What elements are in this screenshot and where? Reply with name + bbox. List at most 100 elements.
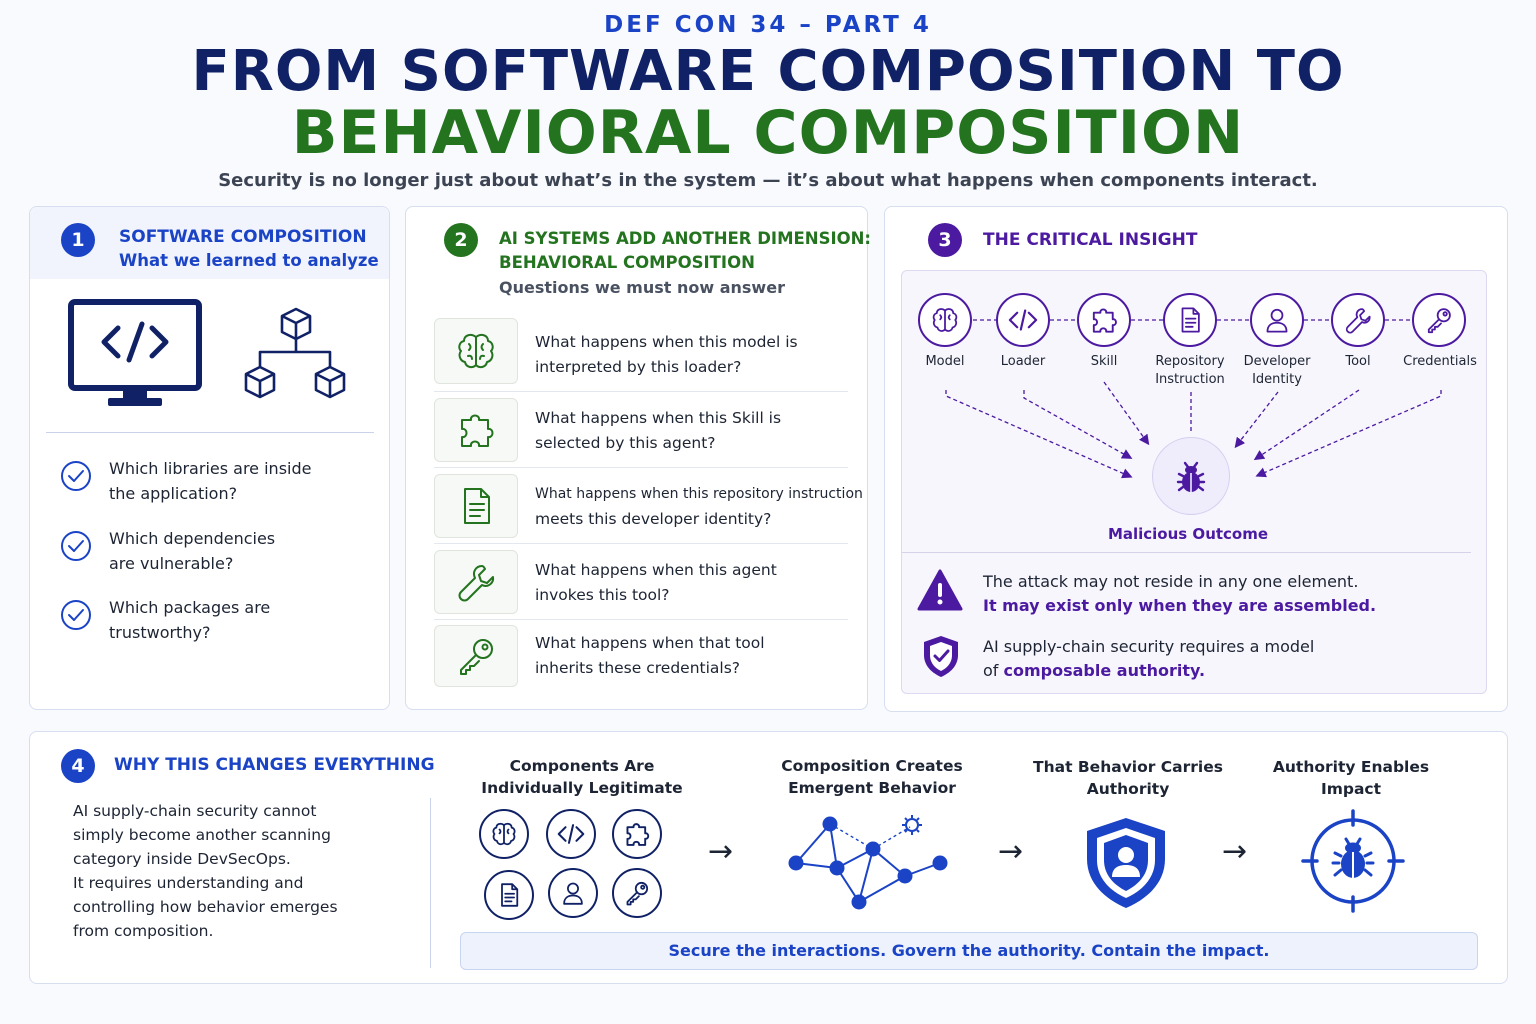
question-row: What happens when this model is interpre… [434,318,848,392]
section-4-title: WHY THIS CHANGES EVERYTHING [114,755,435,775]
component-repository [484,870,534,920]
flow-line: Individually Legitimate [481,779,683,797]
section-1-subtitle: What we learned to analyze [119,251,379,270]
flow-line: Impact [1320,780,1382,798]
component-identity [548,868,598,918]
bug-icon [1176,461,1206,492]
wrench-icon [1345,308,1371,334]
body-line: from composition. [73,922,214,940]
insight-emphasis: composable authority. [1003,661,1206,680]
section-4-body: AI supply-chain security cannot simply b… [73,799,338,943]
brain-icon [492,822,516,846]
malicious-outcome-node [1152,437,1230,515]
key-icon [1427,308,1451,334]
node-loader [996,293,1050,347]
gear-icon [902,815,922,835]
question-line: What happens when this Skill is [535,409,782,427]
insight-line: of composable authority. [983,659,1314,683]
divider [902,552,1471,553]
document-icon [434,474,518,538]
node-label-line: Instruction [1155,372,1225,387]
brain-icon [932,308,958,332]
question-line: What happens when this repository instru… [535,486,863,502]
node-label: Tool [1318,353,1398,371]
node-repository-instruction [1163,293,1217,347]
puzzle-icon [626,823,650,846]
check-circle-icon [61,461,91,491]
title-line-2: BEHAVIORAL COMPOSITION [291,98,1245,168]
node-label-line: Credentials [1403,354,1477,369]
flow-step-2-title: Composition Creates Emergent Behavior [762,755,982,799]
component-skill [612,809,662,859]
subtitle: Security is no longer just about what’s … [218,170,1318,191]
question-row: What happens when that tool inherits the… [434,625,848,689]
user-icon [563,882,583,905]
node-label-line: Repository [1155,354,1225,369]
section-2-title-line-2: BEHAVIORAL COMPOSITION [499,253,755,272]
node-label: Repository Instruction [1145,353,1235,389]
section-1-title: SOFTWARE COMPOSITION [119,227,367,247]
code-icon [1008,309,1038,331]
check-circle-icon [61,600,91,630]
flow-step-4-title: Authority Enables Impact [1241,756,1461,800]
component-loader [546,809,596,859]
node-label-line: Loader [1000,354,1046,369]
monitor-code-icon [68,299,202,406]
body-line: controlling how behavior emerges [73,898,338,916]
shield-user-icon [1087,818,1165,908]
section-3-title: THE CRITICAL INSIGHT [983,230,1198,250]
title-line-1: FROM SOFTWARE COMPOSITION TO [191,39,1345,104]
warning-icon [917,569,963,611]
flow-step-1-title: Components Are Individually Legitimate [472,755,692,799]
flow-line: Authority [1086,780,1170,798]
section-number-4: 4 [61,749,95,783]
question-line: are vulnerable? [109,554,234,573]
question-line: What happens when this model is [535,333,798,351]
shield-check-icon [924,636,958,677]
vertical-divider [430,798,431,968]
flow-line: Authority Enables [1272,758,1430,776]
malicious-outcome-label: Malicious Outcome [1107,525,1269,543]
question-line: meets this developer identity? [535,510,772,528]
body-line: simply become another scanning [73,826,331,844]
closing-banner: Secure the interactions. Govern the auth… [460,932,1478,970]
node-credentials [1412,293,1466,347]
check-circle-icon [61,531,91,561]
question-line: Which packages are [109,598,271,617]
list-item: Which libraries are inside the applicati… [60,456,311,506]
flow-line: Emergent Behavior [788,779,956,797]
section-2-title-line-1: AI SYSTEMS ADD ANOTHER DIMENSION: [499,229,872,248]
flow-step-3-title: That Behavior Carries Authority [1018,756,1238,800]
code-icon [557,824,585,844]
key-icon [626,881,649,906]
question-row: What happens when this agent invokes thi… [434,550,848,620]
node-label-line: Tool [1345,354,1371,369]
flow-arrow: → [1222,834,1248,869]
wrench-icon [434,550,518,614]
body-line: AI supply-chain security cannot [73,802,317,820]
insight-line: AI supply-chain security requires a mode… [983,637,1315,656]
list-item: Which packages are trustworthy? [60,595,270,645]
node-developer-identity [1250,293,1304,347]
document-icon [501,883,519,907]
node-label: Developer Identity [1232,353,1322,389]
question-row: What happens when this repository instru… [434,474,863,544]
node-label-line: Skill [1090,354,1118,369]
insight-prefix: of [983,661,1004,680]
question-line: inherits these credentials? [535,659,741,677]
node-label: Loader [983,353,1063,371]
puzzle-icon [434,398,518,462]
question-line: Which libraries are inside [109,459,312,478]
connection-lines [945,319,1442,479]
section-number-1: 1 [61,223,95,257]
component-credentials [612,868,662,918]
list-item: Which dependencies are vulnerable? [60,526,275,576]
brain-icon [434,318,518,384]
target-bug-icon [1301,809,1405,913]
user-icon [1266,308,1288,333]
question-line: What happens when that tool [535,634,765,652]
question-line: invokes this tool? [535,586,670,604]
flow-arrow: → [708,834,734,869]
node-skill [1077,293,1131,347]
section-2-subtitle: Questions we must now answer [499,278,785,297]
